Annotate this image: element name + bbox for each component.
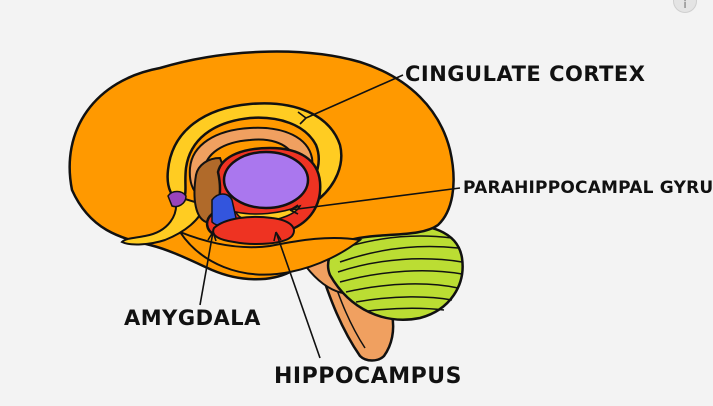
olfactory-bulb xyxy=(167,190,187,208)
label-hippocampus: HIPPOCAMPUS xyxy=(274,364,462,389)
label-amygdala: AMYGDALA xyxy=(124,306,261,330)
label-parahippocampal-gyrus: PARAHIPPOCAMPAL GYRUS xyxy=(463,178,713,198)
temporal-lobe xyxy=(177,229,363,276)
label-cingulate-cortex: CINGULATE CORTEX xyxy=(405,62,646,86)
pointer-lines xyxy=(199,74,461,359)
cerebellum xyxy=(326,223,464,321)
hippocampus-shape xyxy=(212,215,295,245)
thalamus xyxy=(222,150,310,210)
cingulate-cortex xyxy=(166,102,343,202)
fornix-tail xyxy=(120,194,207,246)
